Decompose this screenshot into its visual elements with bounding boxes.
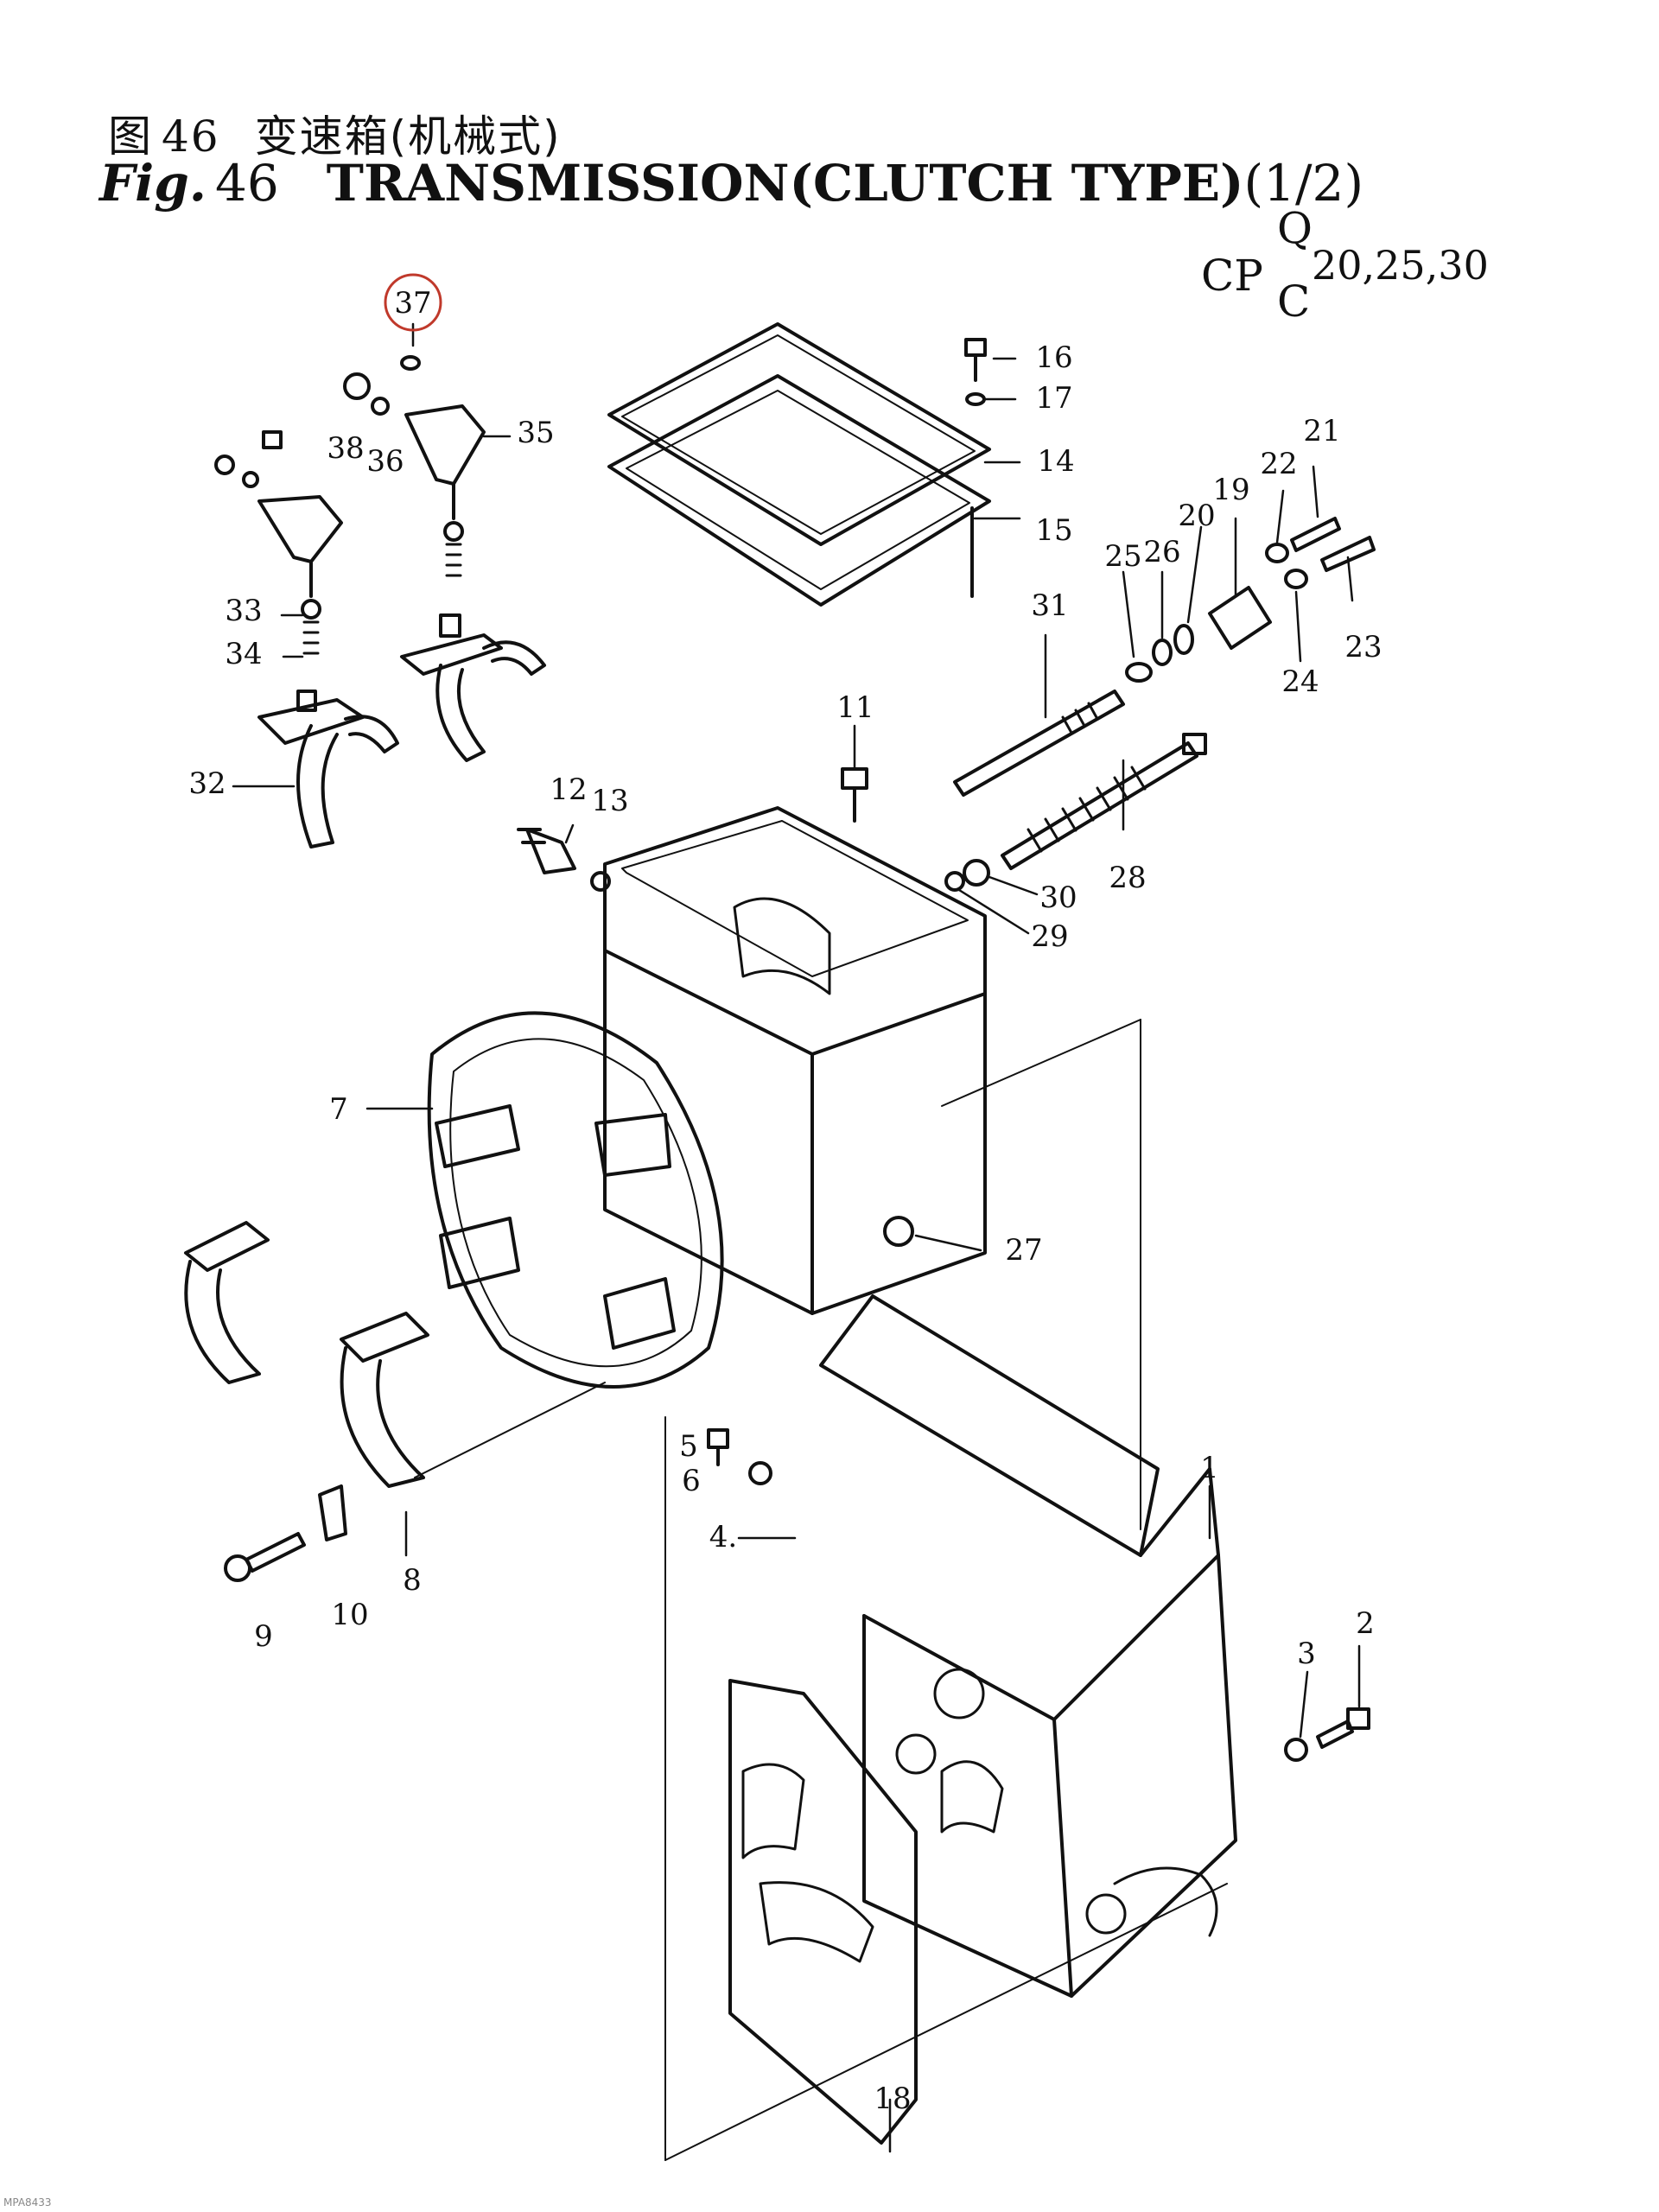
ring-26	[1152, 639, 1173, 666]
washer-17	[965, 392, 986, 406]
callout-38: 38	[327, 431, 364, 466]
callout-4: 4.	[709, 1520, 737, 1554]
gasket-15	[607, 374, 991, 607]
title-en-text: TRANSMISSION(CLUTCH TYPE)	[326, 154, 1244, 213]
fig-number: 46	[214, 154, 279, 213]
callout-24: 24	[1281, 664, 1319, 699]
title-cn-number: 46	[162, 111, 220, 162]
title-cn-label: 图	[108, 111, 153, 162]
cover-plate-4	[819, 1294, 1160, 1557]
callout-14: 14	[1037, 444, 1074, 479]
shift-fork-35	[400, 613, 546, 762]
callout-10: 10	[331, 1598, 368, 1632]
callout-12: 12	[550, 772, 587, 807]
callout-3: 3	[1297, 1637, 1316, 1671]
callout-19: 19	[1212, 473, 1249, 507]
bolt-2	[1316, 1707, 1370, 1749]
callout-2: 2	[1356, 1606, 1375, 1641]
shift-lever-33-assembly	[214, 430, 343, 655]
shift-rod-31	[953, 690, 1125, 797]
callout-22: 22	[1260, 447, 1297, 481]
bolt-5	[707, 1428, 729, 1466]
washer-6	[748, 1461, 772, 1485]
lock-plate-10	[318, 1484, 347, 1541]
callout-21: 21	[1303, 414, 1340, 448]
housing-19	[1208, 586, 1272, 650]
callout-32: 32	[188, 766, 226, 801]
highlight-circle-37	[384, 273, 442, 332]
washer-24	[1284, 569, 1308, 589]
shift-fork-32	[257, 690, 399, 849]
drain-plug-27	[883, 1216, 914, 1247]
o-ring-29	[944, 871, 965, 892]
title-cn-text: 变速箱(机械式)	[254, 111, 562, 162]
bearing-cap-8	[340, 1312, 429, 1488]
bolt-21	[1290, 517, 1341, 552]
switch-12	[517, 828, 576, 874]
callout-6: 6	[682, 1464, 701, 1498]
o-ring-20	[1173, 624, 1194, 655]
washer-3	[1284, 1738, 1308, 1762]
plate-18	[728, 1679, 918, 2145]
callout-8: 8	[403, 1563, 422, 1598]
spring-25	[1125, 662, 1153, 683]
fig-prefix: Fig.	[99, 154, 207, 213]
callout-17: 17	[1035, 381, 1072, 416]
callout-7: 7	[329, 1092, 348, 1127]
seal-30	[963, 859, 990, 887]
callout-33: 33	[225, 594, 262, 628]
callout-15: 15	[1035, 513, 1072, 548]
callout-27: 27	[1005, 1233, 1042, 1268]
callout-23: 23	[1344, 630, 1382, 664]
model-numbers: 20,25,30	[1312, 242, 1489, 289]
snap-ring-38	[343, 372, 371, 400]
callout-31: 31	[1031, 588, 1068, 623]
callout-9: 9	[254, 1619, 273, 1654]
model-c: C	[1277, 276, 1311, 327]
callout-13: 13	[591, 784, 628, 818]
bolt-16	[964, 338, 987, 382]
shift-lever-35-assembly	[343, 355, 486, 577]
callout-34: 34	[225, 637, 262, 671]
model-cp: CP	[1201, 251, 1263, 301]
callout-28: 28	[1109, 861, 1146, 895]
washer-22	[1265, 543, 1289, 563]
leader-lines	[232, 322, 1361, 2153]
pin-37	[400, 355, 421, 371]
callout-35: 35	[517, 416, 554, 450]
top-cover-14	[607, 322, 991, 546]
callout-30: 30	[1039, 880, 1077, 915]
callout-5: 5	[679, 1429, 698, 1464]
footer-code: MPA8433	[3, 2196, 52, 2209]
callout-29: 29	[1031, 919, 1068, 954]
callout-1: 1	[1200, 1451, 1219, 1485]
bolt-23	[1320, 536, 1376, 572]
callout-25: 25	[1104, 539, 1141, 574]
o-ring-36	[371, 397, 390, 416]
callout-18: 18	[874, 2082, 911, 2116]
callout-20: 20	[1178, 499, 1215, 533]
washer-13	[590, 871, 611, 892]
callout-26: 26	[1143, 535, 1180, 569]
figure-title-english: Fig.46 TRANSMISSION(CLUTCH TYPE)(1/2)	[99, 154, 1363, 213]
bearing-cap-upper	[184, 1221, 270, 1384]
title-part: (1/2)	[1243, 154, 1364, 213]
spring-rod-28	[1001, 733, 1207, 870]
model-code: CP Q C 20,25,30	[1201, 203, 1529, 328]
bell-housing-7	[427, 1011, 724, 1389]
callout-37: 37	[394, 286, 431, 321]
transmission-case-lower-1	[819, 1294, 1237, 1998]
callout-36: 36	[366, 444, 404, 479]
callout-16: 16	[1035, 340, 1072, 375]
model-q: Q	[1277, 203, 1313, 253]
callout-11: 11	[836, 690, 874, 725]
bolt-9	[224, 1532, 306, 1582]
breather-11	[841, 767, 868, 823]
